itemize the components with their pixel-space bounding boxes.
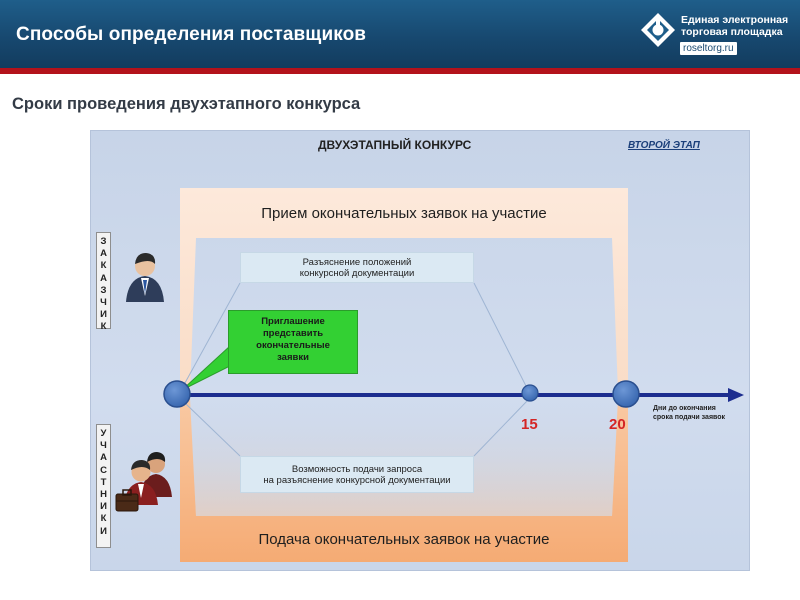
invitation-callout: Приглашение представить окончательные за… [228, 310, 358, 374]
guide-line [473, 399, 529, 457]
letter: К [100, 321, 107, 333]
letter: Т [100, 476, 107, 488]
callout-line: представить [262, 328, 324, 339]
letter: К [100, 513, 107, 525]
lower-band-shape [180, 398, 628, 562]
day-20-label: 20 [609, 416, 626, 433]
stage-label: ВТОРОЙ ЭТАП [628, 140, 700, 151]
letter: К [100, 260, 107, 272]
clarification-box: Разъяснение положений конкурсной докумен… [240, 252, 474, 283]
axis-caption-line: Дни до окончания [653, 405, 716, 412]
header-accent-line [0, 68, 800, 74]
letter: З [100, 236, 107, 247]
letter: И [100, 501, 107, 513]
letter: Ч [100, 297, 107, 309]
letter: Н [100, 489, 107, 501]
callout-line: окончательные [256, 340, 330, 351]
roseltorg-logo-icon [641, 13, 675, 47]
top-band-label: Прием окончательных заявок на участие [261, 205, 547, 222]
timeline-node-20 [612, 380, 640, 408]
logo-line-2: торговая площадка [681, 26, 783, 38]
axis-caption: Дни до окончания срока подачи заявок [653, 404, 725, 422]
letter: С [100, 464, 107, 476]
participants-group-icon [115, 452, 172, 512]
letter: А [100, 452, 107, 464]
guide-line [473, 282, 529, 391]
logo-text: Единая электронная торговая площадка [681, 14, 788, 38]
letter: Ч [100, 440, 107, 452]
letter: И [100, 309, 107, 321]
box-line: на разъяснение конкурсной документации [263, 474, 451, 486]
guide-line [185, 403, 241, 457]
customer-person-icon [126, 253, 164, 302]
participants-vertical-label: У Ч А С Т Н И К И [96, 424, 111, 548]
diagram-title: ДВУХЭТАПНЫЙ КОНКУРС [318, 138, 472, 152]
letter: И [100, 525, 107, 537]
bottom-band-label: Подача окончательных заявок на участие [258, 531, 550, 548]
request-box: Возможность подачи запроса на разъяснени… [240, 456, 474, 493]
box-line: Разъяснение положений [302, 256, 412, 268]
logo-url-link[interactable]: roseltorg.ru [680, 42, 737, 55]
guide-line [179, 282, 241, 393]
customer-vertical-label: З А К А З Ч И К [96, 232, 111, 332]
letter: З [100, 284, 107, 296]
timeline-node-start [163, 380, 191, 408]
callout-line: заявки [277, 352, 309, 363]
timeline-arrowhead [728, 388, 744, 402]
day-15-label: 15 [521, 416, 538, 433]
axis-caption-line: срока подачи заявок [653, 414, 726, 421]
letter: А [100, 272, 107, 284]
logo-line-1: Единая электронная [681, 14, 789, 26]
callout-line: Приглашение [261, 316, 325, 327]
timeline-node-15 [521, 384, 539, 402]
letter: А [100, 248, 107, 260]
letter: У [100, 428, 107, 439]
box-line: Возможность подачи запроса [291, 463, 423, 475]
slide-subtitle: Сроки проведения двухэтапного конкурса [12, 95, 361, 113]
box-line: конкурсной документации [299, 267, 415, 279]
page-title: Способы определения поставщиков [16, 24, 367, 45]
upper-band-shape [180, 188, 628, 392]
